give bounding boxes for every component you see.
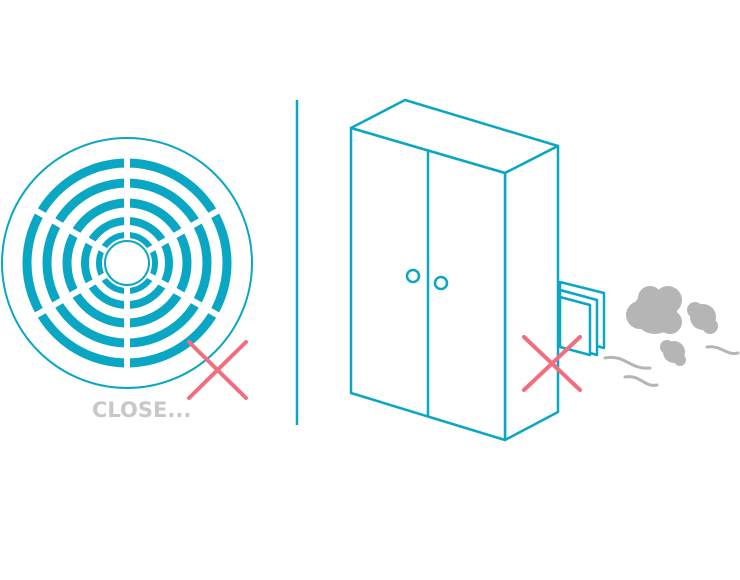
close-caption: CLOSE... (92, 398, 192, 422)
wardrobe-icon (349, 98, 560, 442)
cross-icon (522, 335, 582, 392)
cross-icon (187, 340, 248, 400)
books-icon (558, 280, 606, 357)
vent-icon (1, 137, 253, 389)
smoke-icon (626, 286, 718, 366)
smoke-trail (603, 345, 740, 387)
